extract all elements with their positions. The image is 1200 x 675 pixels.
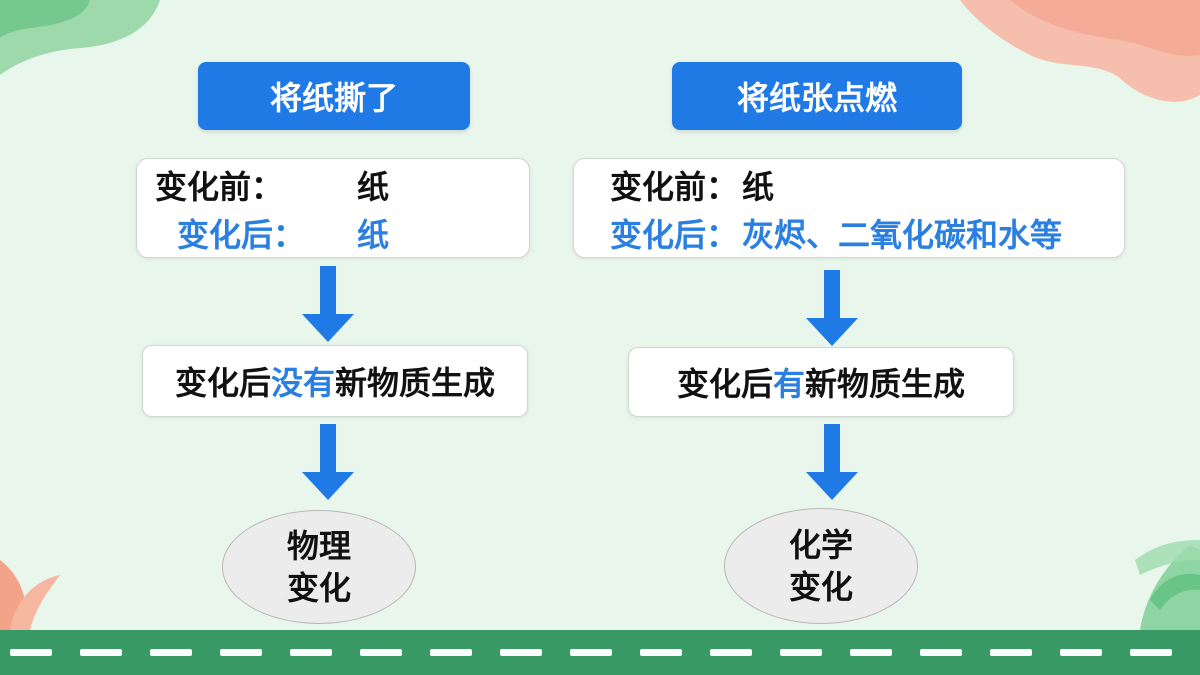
pink-blob-decoration <box>1010 0 1200 57</box>
down-arrow-icon <box>302 266 354 342</box>
left-result-highlight: 没有 <box>270 364 335 402</box>
right-before-label: 变化前： <box>610 168 739 206</box>
right-header-text: 将纸张点燃 <box>736 79 897 117</box>
right-after-value: 灰烬、二氧化碳和水等 <box>742 216 1063 254</box>
right-before-value: 纸 <box>742 168 775 206</box>
right-conclusion-ellipse: 化学 变化 <box>724 508 918 624</box>
right-result-suffix: 新物质生成 <box>805 365 966 403</box>
left-result-box: 变化后没有新物质生成 <box>142 345 528 417</box>
left-result-prefix: 变化后 <box>174 364 271 402</box>
right-result-box: 变化后有新物质生成 <box>628 347 1014 417</box>
palm-leaf-decoration <box>1150 573 1200 610</box>
left-conclusion-ellipse: 物理 变化 <box>222 510 416 624</box>
down-arrow-icon <box>302 424 354 500</box>
left-info-box: 变化前： 纸 变化后： 纸 <box>136 158 530 258</box>
left-before-label: 变化前： <box>155 168 284 206</box>
left-header: 将纸撕了 <box>198 62 470 130</box>
plant-decoration <box>10 575 60 630</box>
road-dashes <box>10 649 1172 656</box>
right-after-label: 变化后： <box>610 216 739 254</box>
left-conclusion-line1: 物理 <box>286 527 351 565</box>
right-result-prefix: 变化后 <box>676 365 773 403</box>
down-arrow-icon <box>806 270 858 346</box>
left-after-label: 变化后： <box>177 216 306 254</box>
right-conclusion-line1: 化学 <box>788 526 853 564</box>
palm-leaf-decoration <box>1135 540 1200 575</box>
right-info-box: 变化前： 纸 变化后： 灰烬、二氧化碳和水等 <box>573 158 1125 258</box>
right-conclusion-line2: 变化 <box>788 568 853 606</box>
right-header: 将纸张点燃 <box>672 62 962 130</box>
green-leaf-decoration <box>0 0 90 38</box>
left-after-value: 纸 <box>357 216 390 254</box>
left-result-suffix: 新物质生成 <box>335 364 496 402</box>
right-result-highlight: 有 <box>772 365 805 403</box>
left-conclusion-line2: 变化 <box>286 569 351 607</box>
left-header-text: 将纸撕了 <box>269 79 398 117</box>
left-before-value: 纸 <box>357 168 390 206</box>
down-arrow-icon <box>806 424 858 500</box>
